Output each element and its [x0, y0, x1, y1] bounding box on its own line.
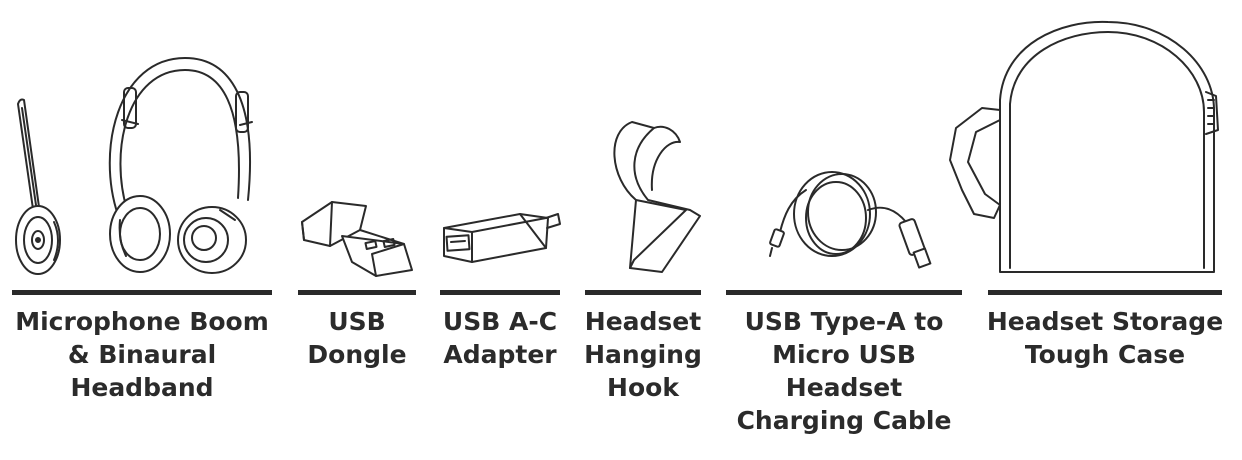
label-hook: Headset Hanging Hook: [584, 307, 702, 402]
illustrations: [15, 20, 1219, 277]
divider-adapter: [440, 290, 560, 295]
headset-hanging-hook-icon: [613, 121, 701, 273]
label-dongle: USB Dongle: [307, 307, 407, 369]
binaural-headband-icon: [108, 57, 253, 274]
divider-cable: [726, 290, 962, 295]
charging-cable-icon: [769, 171, 932, 269]
usb-dongle-icon: [301, 201, 413, 277]
divider-headset: [12, 290, 272, 295]
label-headset: Microphone Boom & Binaural Headband: [15, 307, 269, 402]
divider-case: [988, 290, 1222, 295]
label-adapter: USB A-C Adapter: [442, 307, 558, 369]
microphone-boom-icon: [15, 98, 61, 275]
divider-hook: [585, 290, 701, 295]
label-case: Headset Storage Tough Case: [986, 307, 1224, 369]
divider-dongle: [298, 290, 416, 295]
storage-case-icon: [949, 20, 1219, 273]
usb-a-c-adapter-icon: [443, 213, 561, 263]
label-cable: USB Type-A to Micro USB Headset Charging…: [736, 307, 952, 435]
